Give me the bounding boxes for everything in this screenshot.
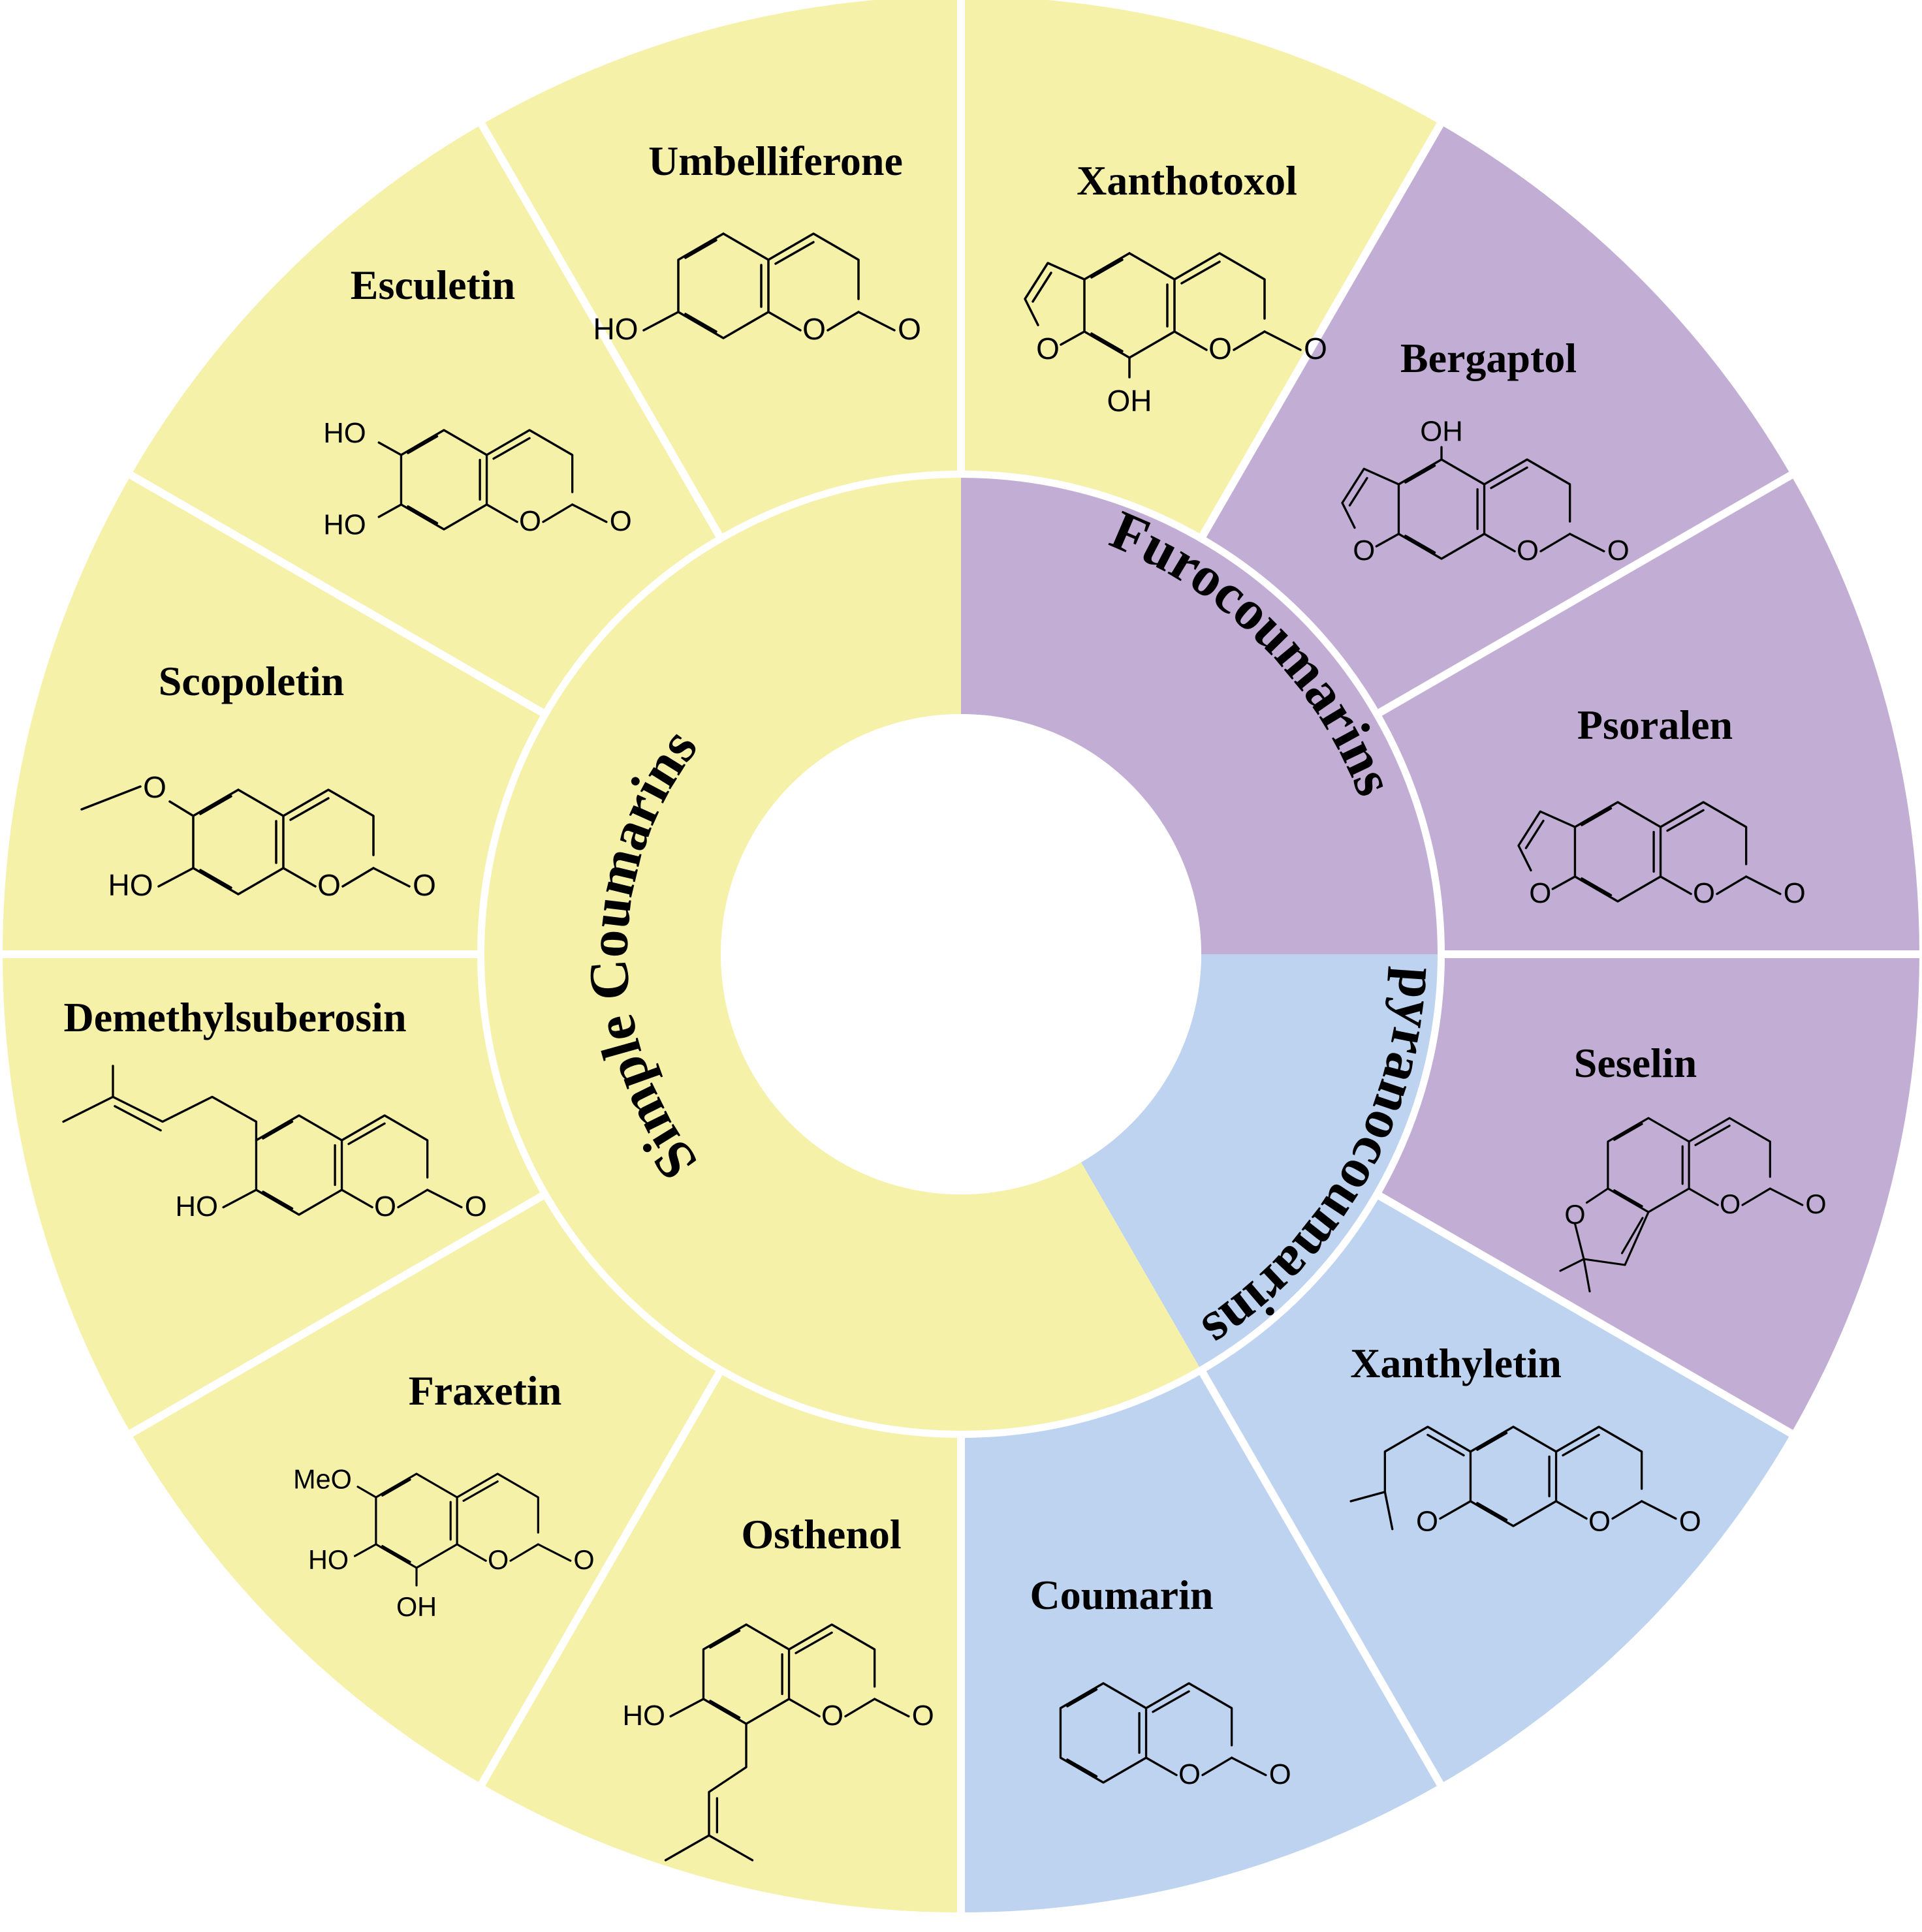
compound-sector [482,1372,961,1912]
category-ring-segment [484,478,961,1431]
atom-label: O [1036,332,1060,366]
atom-label: O [465,1191,487,1223]
compound-name-osthenol: Osthenol [741,1511,901,1557]
compound-name-bergaptol: Bergaptol [1400,335,1577,381]
atom-label: HO [308,1545,349,1575]
structure-esculetin: HO HO O O [323,417,632,541]
compound-sector [961,0,1440,537]
atom-label: O [1517,535,1539,567]
atom-label: O [1679,1506,1701,1538]
compound-name-psoralen: Psoralen [1577,702,1733,748]
compound-name-demethylsuberosin: Demethylsuberosin [63,994,406,1040]
compound-sector [131,1196,720,1784]
compound-sector [1379,954,1919,1433]
atom-label: O [1720,1189,1741,1219]
compound-name-fraxetin: Fraxetin [409,1367,562,1414]
compound-name-coumarin: Coumarin [1030,1572,1214,1618]
atom-label: O [1784,877,1806,909]
structure-demethylsuberosin: HO O O [62,1065,487,1223]
sector-divider [1199,120,1445,538]
atom-label: O [519,505,541,537]
atom-label: O [610,505,632,537]
structure-scopoletin: O HO O O [80,770,436,902]
sector-divider [477,1370,723,1788]
atom-label: O [573,1545,594,1575]
atom-label: HO [323,417,366,449]
atom-label: HO [108,868,153,902]
compound-sector [482,0,961,537]
atom-label: OH [396,1592,437,1622]
structure-psoralen: O O O [1517,801,1806,909]
compound-sector [1379,475,1919,954]
sector-divider [1199,1370,1445,1788]
category-ring-segment [961,1162,1199,1431]
atom-label: HO [622,1700,665,1732]
atom-label: O [1208,332,1232,366]
atom-label: O [1588,1506,1611,1538]
atom-label: O [898,312,921,346]
structure-seselin: O O O [1559,1117,1827,1293]
compound-sector [131,124,720,713]
structure-xanthotoxol: O O O OH [1024,252,1327,418]
sector-divider [127,470,545,717]
atom-label: HO [175,1191,218,1223]
compound-name-scopoletin: Scopoletin [159,658,344,704]
structure-bergaptol: OH O O O [1341,416,1630,567]
compound-sector [1203,124,1791,713]
atom-label: O [1269,1758,1291,1790]
atom-label: O [1529,877,1551,909]
center-hole [721,714,1201,1194]
sector-divider [1377,1192,1795,1439]
atom-label: MeO [293,1465,352,1495]
compound-name-umbelliferone: Umbelliferone [648,138,903,184]
atom-label: O [488,1545,509,1575]
atom-label: O [1304,332,1327,366]
structure-fraxetin: MeO HO OH O O [293,1465,594,1622]
compound-sector [1203,1196,1791,1784]
inner-ring-layer [484,478,1438,1431]
sector-layer [3,0,1919,1912]
sector-divider [1377,470,1795,717]
compound-name-esculetin: Esculetin [351,262,515,308]
sector-divider [477,120,723,538]
structure-osthenol: HO O O [622,1623,934,1862]
compound-name-seselin: Seselin [1574,1040,1697,1086]
atom-label: O [1353,535,1375,567]
compound-sector [3,954,543,1433]
atom-label: HO [323,509,366,541]
atom-label: OH [1107,384,1152,418]
atom-label: O [374,1191,396,1223]
structure-xanthyletin: O O O [1349,1426,1701,1538]
atom-label: OH [1420,416,1463,448]
atom-label: HO [593,312,638,346]
atom-label: O [821,1700,843,1732]
category-ring-segment [1081,954,1438,1367]
compound-name-xanthotoxol: Xanthotoxol [1077,157,1297,204]
compound-sector [3,475,543,954]
compound-sector [961,1372,1440,1912]
atom-label: O [912,1700,934,1732]
compound-name-xanthyletin: Xanthyletin [1350,1340,1562,1386]
atom-label: O [1693,877,1715,909]
atom-label: O [1178,1758,1201,1790]
atom-label: O [413,868,436,902]
atom-label: O [317,868,341,902]
structure-coumarin: O O [1059,1682,1291,1790]
sector-divider [127,1192,545,1439]
category-ring-segment [961,478,1438,954]
structure-umbelliferone: HO O O [593,232,921,346]
atom-label: O [143,770,166,804]
atom-label: O [1607,535,1630,567]
atom-label: O [1564,1200,1585,1230]
atom-label: O [1805,1189,1826,1219]
atom-label: O [1416,1506,1438,1538]
atom-label: O [802,312,826,346]
